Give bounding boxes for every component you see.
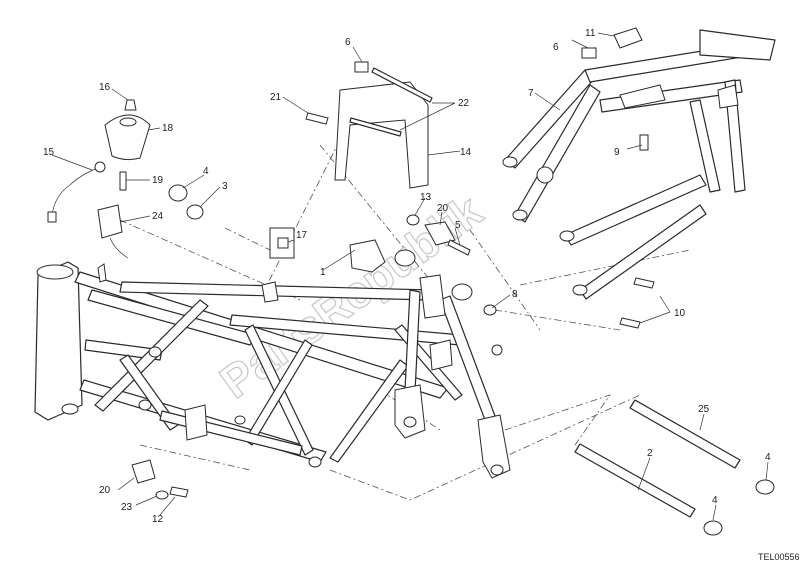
part-25-pin xyxy=(629,399,741,469)
part-label-15: 15 xyxy=(43,147,55,158)
part-label-11: 11 xyxy=(585,28,596,39)
part-label-13: 13 xyxy=(420,192,432,203)
part-label-16: 16 xyxy=(99,82,111,93)
part-label-7: 7 xyxy=(528,88,534,99)
part-label-4b: 4 xyxy=(765,452,771,463)
part-5-bolt xyxy=(447,239,471,256)
part-label-17: 17 xyxy=(296,230,308,241)
part-24-sensor xyxy=(97,204,123,239)
part-22-strip-b xyxy=(349,117,402,137)
part-4-cap-b xyxy=(703,520,723,536)
part-label-14: 14 xyxy=(460,147,472,158)
part-label-12: 12 xyxy=(152,514,164,525)
part-21-screw xyxy=(305,112,329,125)
part-label-9: 9 xyxy=(614,147,620,158)
part-label-18: 18 xyxy=(162,123,174,134)
part-12-screw xyxy=(169,486,189,498)
part-16-cap xyxy=(124,99,137,111)
part-10-screw-a xyxy=(633,277,655,289)
part-label-1: 1 xyxy=(320,267,326,278)
part-label-20a: 20 xyxy=(437,203,449,214)
part-label-24: 24 xyxy=(152,211,164,222)
part-18-cover xyxy=(104,114,151,161)
part-label-2: 2 xyxy=(647,448,653,459)
part-20-bush xyxy=(424,221,456,246)
part-2-pin xyxy=(574,443,696,518)
part-23-washer xyxy=(155,490,169,500)
part-20-bush-low xyxy=(131,459,156,484)
part-19-screw xyxy=(119,171,127,191)
part-label-3: 3 xyxy=(222,181,228,192)
part-10-screw-b xyxy=(619,317,641,329)
part-13-nut xyxy=(406,214,420,226)
reference-code: TEL00556 xyxy=(758,552,800,562)
part-label-6a: 6 xyxy=(345,37,351,48)
part-label-5: 5 xyxy=(455,220,461,231)
part-label-4a: 4 xyxy=(203,166,209,177)
part-label-4c: 4 xyxy=(712,495,718,506)
part-3-bush xyxy=(186,204,204,220)
small-parts xyxy=(47,27,775,536)
part-9-screw xyxy=(639,134,649,151)
part-label-10: 10 xyxy=(674,308,686,319)
part-label-6b: 6 xyxy=(553,42,559,53)
part-label-19: 19 xyxy=(152,175,164,186)
part-11-pad xyxy=(613,27,643,49)
part-6-screw-rear xyxy=(581,47,597,59)
leader-lines xyxy=(51,32,769,521)
part-14-bracket xyxy=(334,81,429,189)
main-frame xyxy=(34,239,511,479)
part-22-strip-a xyxy=(371,67,433,103)
part-label-23: 23 xyxy=(121,502,133,513)
assembly-lines xyxy=(119,99,691,501)
part-label-21: 21 xyxy=(270,92,282,103)
part-labels: 1 2 3 4 4 4 5 6 6 7 8 9 10 11 12 13 14 1… xyxy=(43,28,771,525)
part-4-bush xyxy=(168,184,188,202)
part-label-20b: 20 xyxy=(99,485,111,496)
part-label-8: 8 xyxy=(512,289,518,300)
part-6-screw xyxy=(354,61,369,73)
part-4-cap-a xyxy=(755,479,775,495)
part-label-22: 22 xyxy=(458,98,470,109)
part-label-25: 25 xyxy=(698,404,710,415)
rear-subframe xyxy=(502,29,776,300)
